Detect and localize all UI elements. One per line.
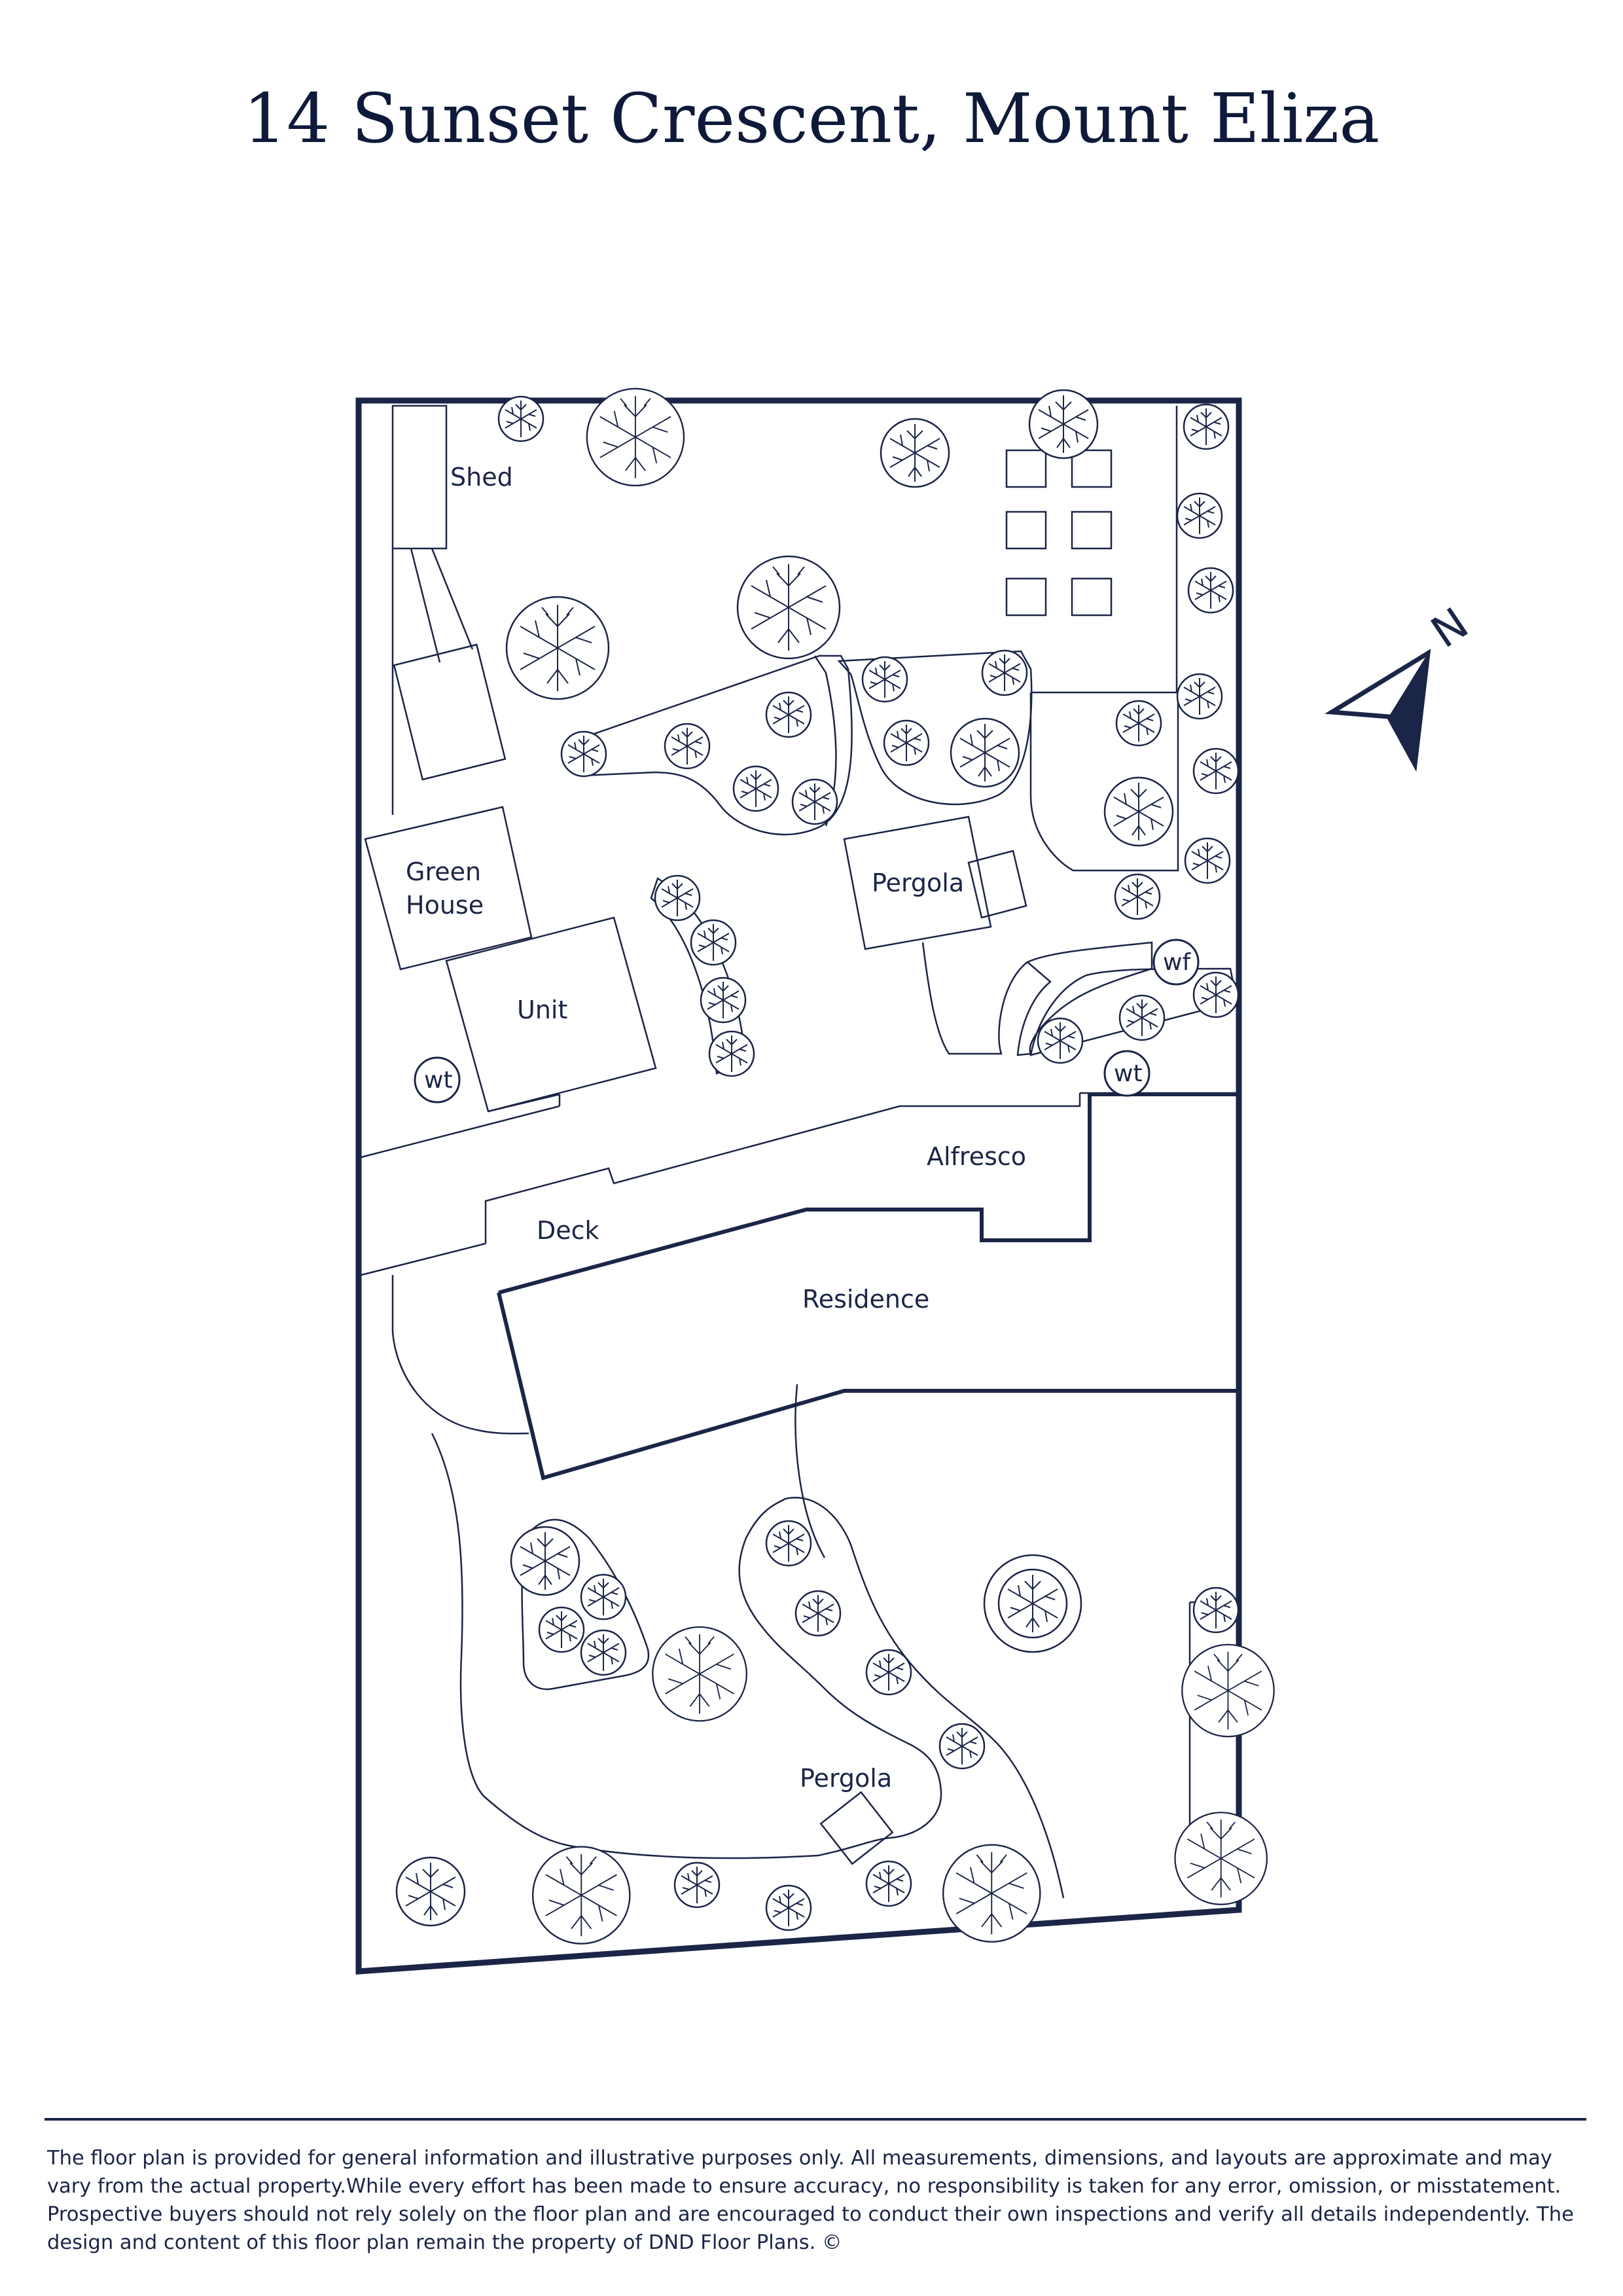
- page-title: 14 Sunset Crescent, Mount Eliza: [243, 79, 1380, 158]
- water-tank-west: [414, 1056, 461, 1103]
- divider: [45, 2118, 1586, 2121]
- residence-outline: [497, 1092, 1239, 1480]
- shed-slab: [393, 643, 507, 781]
- pergola-south: [819, 1791, 894, 1865]
- label-unit: Unit: [517, 996, 567, 1024]
- label-deck: Deck: [537, 1216, 599, 1245]
- disclaimer-text: The floor plan is provided for general i…: [47, 2147, 1574, 2254]
- label-residence: Residence: [802, 1285, 929, 1314]
- pergola-north: [843, 816, 992, 950]
- property-boundary: [355, 397, 1242, 1975]
- label-pergola-north: Pergola: [872, 869, 964, 897]
- water-feature: [1152, 939, 1200, 986]
- label-water-tank-west: wt: [424, 1067, 453, 1094]
- north-marker-label: N: [1422, 598, 1477, 658]
- label-pergola-south: Pergola: [800, 1764, 892, 1793]
- label-water-tank-east: wt: [1114, 1060, 1143, 1087]
- label-green-house-1: Green: [406, 857, 481, 886]
- trees: [395, 387, 1275, 1945]
- label-water-feature: wf: [1163, 949, 1191, 976]
- round-bed: [983, 1554, 1082, 1653]
- unit: [445, 916, 657, 1113]
- green-house: [364, 806, 533, 971]
- site-linework: [361, 404, 1239, 1899]
- water-tank-east: [1103, 1050, 1150, 1097]
- label-green-house-2: House: [406, 891, 484, 920]
- shed: [391, 404, 448, 550]
- north-arrow-icon: N: [1325, 598, 1477, 772]
- room-labels: Shed Green House Unit Pergola Alfresco D…: [406, 463, 1191, 1793]
- label-alfresco: Alfresco: [927, 1142, 1026, 1171]
- label-shed: Shed: [450, 463, 513, 492]
